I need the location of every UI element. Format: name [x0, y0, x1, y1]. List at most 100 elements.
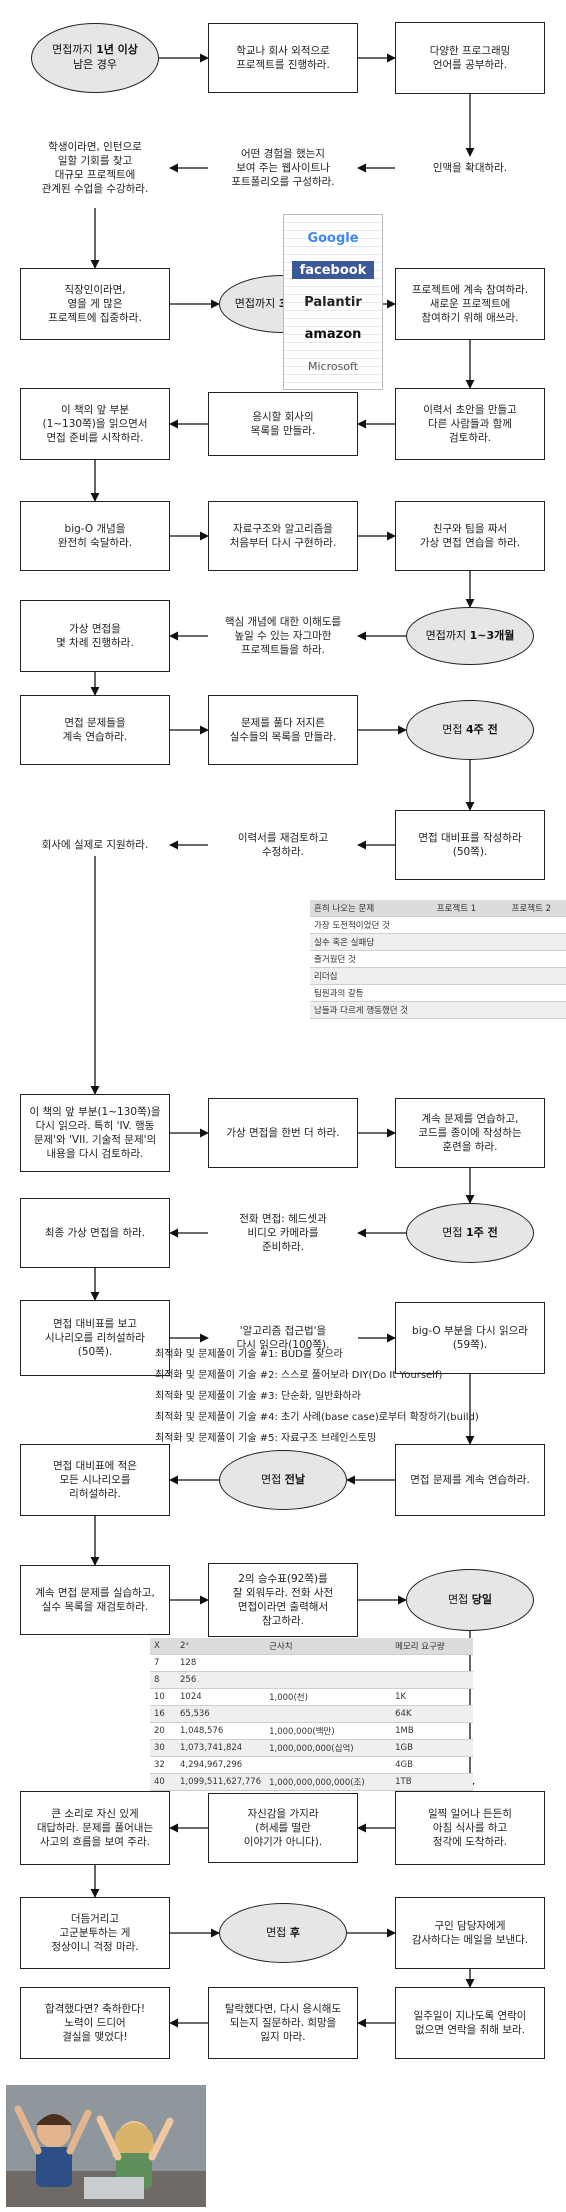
node-line: 준비하라. — [262, 1241, 304, 1254]
node-n35: 면접 전날 — [219, 1450, 347, 1510]
node-line: 면접까지 1~3개월 — [425, 628, 515, 642]
node-line: 탈락했다면, 다시 응시해도 — [224, 2002, 342, 2015]
node-line: 목록을 만들라. — [250, 425, 316, 437]
node-line: 계속 면접 문제를 실습하고, — [35, 1586, 155, 1599]
node-n21: 면접 4주 전 — [406, 700, 534, 760]
node-text: 면접 문제를 계속 연습하라. — [410, 1473, 530, 1487]
table-cell: 128 — [180, 1658, 197, 1668]
table-cell: 남들과 다르게 행동했던 것 — [314, 1006, 409, 1016]
table-cell — [508, 985, 566, 1002]
photo-illustration — [6, 2085, 206, 2207]
node-line: 높일 수 있는 자그마한 — [234, 629, 332, 642]
node-line: 언어를 공부하라. — [432, 59, 508, 71]
table-cell: 팀원과의 갈등 — [314, 989, 364, 999]
table-cell — [508, 934, 566, 951]
node-text: 계속 면접 문제를 실습하고, 실수 목록을 재검토하라. — [35, 1586, 155, 1614]
node-line: 사고의 흐름을 보여 주라. — [40, 1836, 150, 1849]
node-n18: 면접까지 1~3개월 — [406, 607, 534, 665]
node-line: 영을 게 많은 — [67, 297, 123, 310]
logo-microsoft: Microsoft — [307, 359, 359, 373]
technique-item: 최적화 및 문제풀이 기술 #5: 자료구조 브레인스토밍 — [155, 1433, 377, 1444]
node-text: 면접까지 1~3개월 — [426, 629, 515, 644]
node-text: 면접 대비표를 작성하라(50쪽). — [418, 831, 521, 859]
table-cell — [508, 917, 566, 934]
node-line: 잘 외워두라. 전화 사전 — [232, 1586, 334, 1599]
node-line: 다시 읽으라(100쪽). — [236, 1339, 330, 1351]
table-cell: 1,048,576 — [180, 1726, 224, 1736]
node-line: big-O 부분을 다시 읽으라 — [412, 1324, 528, 1337]
node-n33: big-O 부분을 다시 읽으라 (59쪽). — [395, 1302, 545, 1374]
node-line: 회사에 실제로 지원하라. — [41, 838, 149, 851]
table-cell: 즐거웠던 것 — [314, 955, 356, 965]
table-cell — [391, 1655, 473, 1672]
node-line: 자료구조와 알고리즘을 — [233, 522, 333, 535]
technique-item: 최적화 및 문제풀이 기술 #1: BUD를 찾으라 — [155, 1349, 343, 1360]
node-line: 면접 4주 전 — [442, 722, 498, 736]
node-line: 문제'와 'VII. 기술적 문제'의 — [33, 1134, 157, 1146]
node-line: 프로젝트를 진행하라. — [236, 59, 330, 71]
node-line: 대규모 프로젝트에 — [54, 169, 136, 181]
node-line: 고군분투하는 게 — [59, 1926, 131, 1939]
table-cell: 1,000,000,000,000(조) — [269, 1778, 365, 1788]
table-cell — [265, 1672, 391, 1689]
node-line: 어떤 경험을 했는지 — [241, 147, 325, 160]
node-line: 관계된 수업을 수강하라. — [41, 183, 149, 196]
node-line: 이 책의 앞 부분 — [61, 403, 129, 416]
node-line: 면접 전날 — [261, 1472, 305, 1486]
node-line: 계속 연습하라. — [62, 731, 128, 743]
node-text: 최종 가상 면접을 하라. — [45, 1226, 145, 1240]
table-row: 가장 도전적이었던 것 — [310, 917, 566, 934]
node-line: 실수 목록을 재검토하라. — [41, 1601, 149, 1613]
node-line: 학생이라면, 인턴으로 — [48, 140, 142, 153]
node-n39: 면접 당일 — [406, 1569, 534, 1631]
node-line: 코드를 종이에 작성하는 — [418, 1126, 522, 1139]
celebration-photo — [6, 2085, 206, 2207]
node-line: 다른 사람들과 함께 — [428, 417, 512, 430]
table-cell: 40 — [154, 1777, 165, 1787]
table-cell: 1,000,000(백만) — [269, 1727, 335, 1737]
node-line: 이력서를 재검토하고 — [237, 831, 329, 844]
node-line: 검토하라. — [449, 432, 491, 445]
table-cell: 1,000(천) — [269, 1693, 308, 1703]
table-cell: 1MB — [395, 1726, 414, 1736]
table-cell — [433, 934, 508, 951]
node-line: 비디오 카메라를 — [247, 1226, 319, 1239]
node-text: 회사에 실제로 지원하라. — [42, 838, 149, 852]
node-line: 합격했다면? 축하한다! — [44, 2002, 146, 2015]
node-line: '알고리즘 접근법'을 — [239, 1324, 327, 1337]
table-header-cell: 흔히 나오는 문제 — [310, 900, 433, 917]
table-cell: 64K — [395, 1709, 412, 1719]
node-line: (1~130쪽)을 읽으면서 — [42, 417, 148, 430]
node-line: (59쪽). — [452, 1339, 488, 1351]
table-row: 남들과 다르게 행동했던 것 — [310, 1001, 566, 1019]
node-line: 면접까지 1년 이상 — [52, 43, 138, 57]
table-cell — [265, 1757, 391, 1774]
table-cell — [433, 951, 508, 968]
emphasis: 4주 전 — [466, 722, 498, 736]
node-line: 새로운 프로젝트에 — [429, 297, 511, 310]
node-n28: 최종 가상 면접을 하라. — [20, 1198, 170, 1268]
node-line: 시나리오를 리허설하라 — [45, 1331, 145, 1344]
